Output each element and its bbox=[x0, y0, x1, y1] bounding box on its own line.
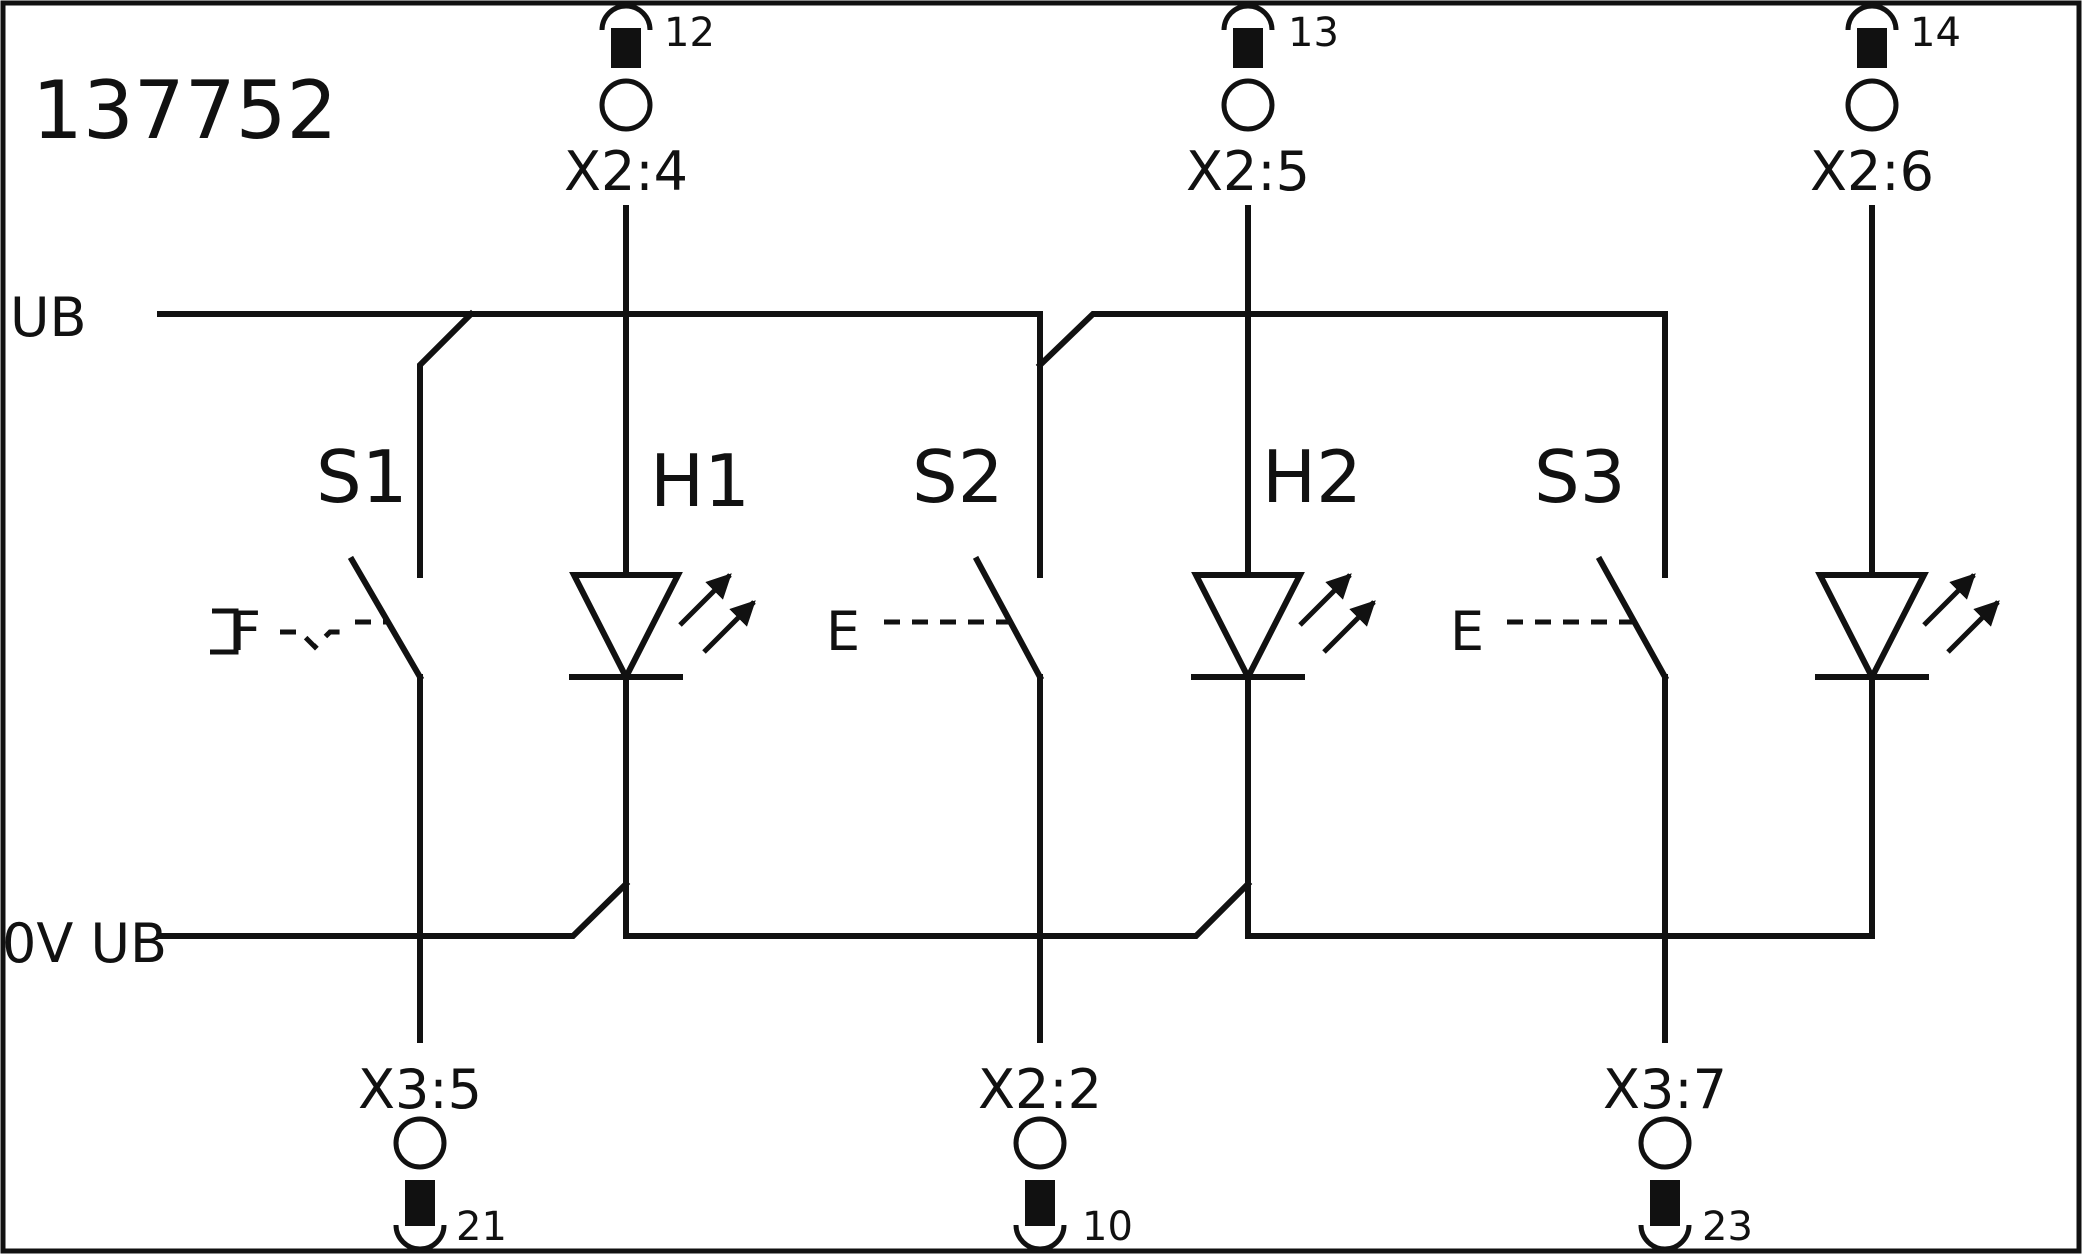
terminal-icon bbox=[393, 1116, 447, 1170]
connector-icon bbox=[599, 3, 653, 31]
bottom-terminal-label: X3:7 bbox=[1603, 1058, 1727, 1121]
switch-contact bbox=[1595, 555, 1670, 682]
bottom-terminal-x3-5: X3:5 21 bbox=[358, 1058, 507, 1252]
connector-icon bbox=[1845, 3, 1899, 31]
terminal-icon bbox=[1013, 1116, 1067, 1170]
light-arrow-icon bbox=[1298, 573, 1352, 627]
top-terminal-pin: 12 bbox=[664, 10, 715, 56]
light-arrow-icon bbox=[1922, 573, 1976, 627]
led-feed-wires bbox=[623, 205, 1875, 578]
light-arrow-icon bbox=[1322, 600, 1376, 654]
bottom-terminal-x3-7: X3:7 23 bbox=[1603, 1058, 1753, 1252]
switch-contact bbox=[347, 555, 425, 682]
thermal-actuator-icon bbox=[210, 608, 239, 655]
bottom-terminal-pin: 21 bbox=[456, 1204, 507, 1250]
led-icon bbox=[569, 572, 683, 684]
led-h1-label: H1 bbox=[650, 439, 750, 523]
light-arrow-icon bbox=[702, 600, 756, 654]
switch-s3-actuator: E bbox=[1450, 600, 1484, 663]
ground-rail bbox=[157, 674, 1875, 939]
switch-contact bbox=[972, 555, 1045, 682]
top-terminal-pin: 14 bbox=[1910, 10, 1961, 56]
light-arrow-icon bbox=[678, 573, 732, 627]
terminal-icon bbox=[599, 78, 653, 132]
supply-rail-label: UB bbox=[10, 286, 87, 349]
led-3 bbox=[1815, 572, 2000, 684]
terminal-icon bbox=[1638, 1116, 1692, 1170]
top-terminal-label: X2:6 bbox=[1810, 140, 1934, 203]
terminal-icon bbox=[1845, 78, 1899, 132]
top-terminal-pin: 13 bbox=[1288, 10, 1339, 56]
bottom-terminal-pin: 23 bbox=[1702, 1204, 1753, 1250]
top-terminal-label: X2:5 bbox=[1186, 140, 1310, 203]
switch-s2-label: S2 bbox=[912, 435, 1004, 519]
led-h2: H2 bbox=[1191, 435, 1376, 684]
top-terminal-x2-6: 14 X2:6 bbox=[1810, 3, 1961, 203]
connector-icon bbox=[393, 1224, 447, 1252]
light-arrow-icon bbox=[1946, 600, 2000, 654]
supply-rail bbox=[157, 309, 1668, 578]
switch-output-wires bbox=[417, 674, 1668, 1043]
led-icon bbox=[1815, 572, 1929, 684]
pin-block-icon bbox=[1650, 1180, 1680, 1226]
switch-s1: S1 F bbox=[210, 435, 425, 682]
pin-block-icon bbox=[611, 28, 641, 68]
switch-s1-label: S1 bbox=[316, 435, 408, 519]
pin-block-icon bbox=[405, 1180, 435, 1226]
ground-rail-label: 0V UB bbox=[2, 912, 167, 975]
switch-s3: S3 E bbox=[1450, 435, 1670, 682]
actuator-linkage bbox=[280, 629, 345, 651]
top-terminal-x2-5: 13 X2:5 bbox=[1186, 3, 1339, 203]
led-h2-label: H2 bbox=[1262, 435, 1362, 519]
bottom-terminal-label: X2:2 bbox=[978, 1058, 1102, 1121]
pin-block-icon bbox=[1857, 28, 1887, 68]
bottom-terminal-label: X3:5 bbox=[358, 1058, 482, 1121]
led-icon bbox=[1191, 572, 1305, 684]
pin-block-icon bbox=[1025, 1180, 1055, 1226]
top-terminal-label: X2:4 bbox=[564, 140, 688, 203]
top-terminal-x2-4: 12 X2:4 bbox=[564, 3, 715, 203]
terminal-icon bbox=[1221, 78, 1275, 132]
led-h1: H1 bbox=[569, 439, 756, 684]
switch-s2: S2 E bbox=[826, 435, 1045, 682]
connector-icon bbox=[1221, 3, 1275, 31]
connector-icon bbox=[1013, 1224, 1067, 1252]
pin-block-icon bbox=[1233, 28, 1263, 68]
connector-icon bbox=[1638, 1224, 1692, 1252]
bottom-terminal-pin: 10 bbox=[1082, 1204, 1133, 1250]
diagram-id: 137752 bbox=[32, 64, 337, 157]
switch-s3-label: S3 bbox=[1534, 435, 1626, 519]
bottom-terminal-x2-2: X2:2 10 bbox=[978, 1058, 1133, 1252]
switch-s2-actuator: E bbox=[826, 600, 860, 663]
